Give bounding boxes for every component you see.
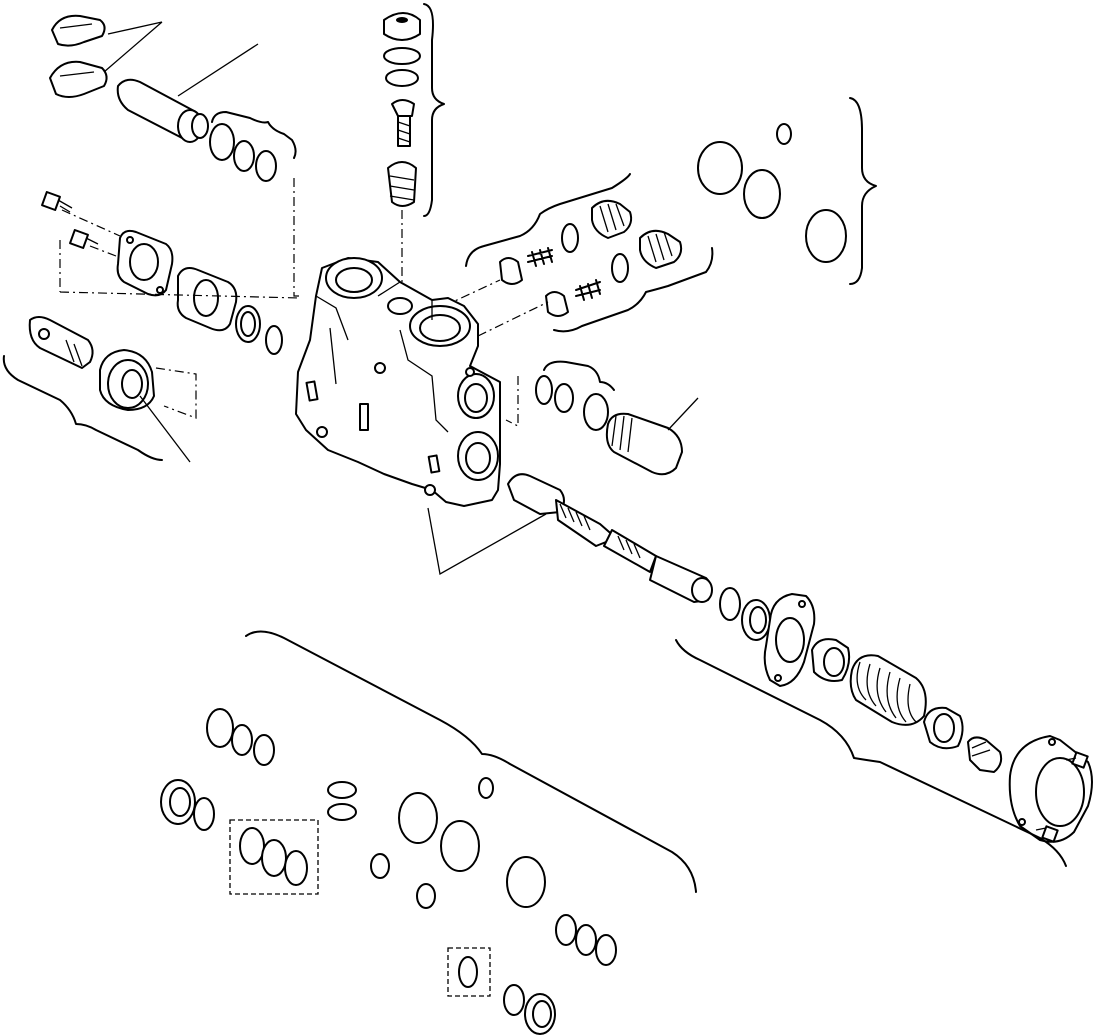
cap-screw xyxy=(1065,751,1089,769)
o-ring-set-side xyxy=(535,375,609,431)
plug-fitting xyxy=(605,412,683,476)
o-ring-set-large xyxy=(697,123,847,263)
leader-line xyxy=(139,395,191,463)
check-valve-lower xyxy=(545,229,683,317)
bushing xyxy=(99,349,155,411)
o-ring-large xyxy=(440,820,480,872)
assembly-line xyxy=(293,178,300,297)
check-valve-spring xyxy=(387,161,417,207)
group-brace xyxy=(849,97,877,285)
valve-body xyxy=(295,257,501,507)
o-ring xyxy=(383,47,421,65)
cap-screw xyxy=(41,191,73,213)
group-brace xyxy=(543,360,615,391)
o-ring xyxy=(265,325,283,355)
group-brace xyxy=(465,173,631,267)
o-ring xyxy=(416,883,436,909)
group-brace xyxy=(553,247,714,333)
spring-cap xyxy=(1008,735,1093,843)
cap-screw xyxy=(69,229,99,249)
seal-kit-seal xyxy=(160,779,196,825)
main-spool xyxy=(507,473,713,603)
group-brace xyxy=(423,3,445,217)
clamp-part-upper xyxy=(51,14,106,47)
group-brace xyxy=(211,111,297,159)
spool-flange-plate xyxy=(763,593,816,687)
seal-kit-o-rings-small xyxy=(555,914,617,966)
check-valve-upper xyxy=(499,199,633,285)
o-ring xyxy=(370,853,390,879)
seal-kit-flat-rings xyxy=(327,781,357,821)
o-ring xyxy=(193,797,215,831)
o-ring xyxy=(503,984,525,1016)
leader-line xyxy=(667,397,699,431)
o-ring-boxed xyxy=(458,956,478,988)
spring-retainer xyxy=(923,706,964,750)
spool-seal xyxy=(741,599,771,641)
o-ring-large xyxy=(398,792,438,844)
leader-line xyxy=(177,43,259,97)
stop-bolt xyxy=(967,736,1003,773)
optional-parts-box xyxy=(229,819,319,895)
group-brace xyxy=(2,355,163,461)
o-ring-set xyxy=(209,123,277,182)
assembly-line xyxy=(443,279,549,337)
leader-line xyxy=(427,507,547,576)
poppet-valve xyxy=(391,99,415,147)
assembly-line xyxy=(155,367,197,419)
o-ring xyxy=(719,587,741,621)
assembly-line xyxy=(59,209,301,299)
optional-parts-box xyxy=(447,947,491,997)
spring-seat xyxy=(811,638,851,682)
seal-kit-seal xyxy=(524,993,556,1035)
assembly-line xyxy=(505,376,519,427)
cap-screw xyxy=(1035,825,1059,843)
plug-cap-top xyxy=(383,12,421,41)
o-ring-large xyxy=(506,856,546,908)
relief-valve-cartridge xyxy=(116,78,209,143)
gasket-plate xyxy=(176,267,238,332)
seal-ring xyxy=(235,305,261,343)
group-brace xyxy=(675,639,1067,867)
clamp-part-lower xyxy=(49,60,108,98)
spool-end-fitting xyxy=(28,316,94,369)
group-brace xyxy=(245,630,697,893)
return-spring xyxy=(849,654,927,726)
leader-line xyxy=(103,21,163,73)
flange-cover xyxy=(116,229,174,297)
o-ring xyxy=(478,777,494,799)
seal-kit-o-rings xyxy=(206,708,275,766)
seal-kit-o-rings-boxed xyxy=(239,827,308,886)
o-ring xyxy=(385,69,419,87)
